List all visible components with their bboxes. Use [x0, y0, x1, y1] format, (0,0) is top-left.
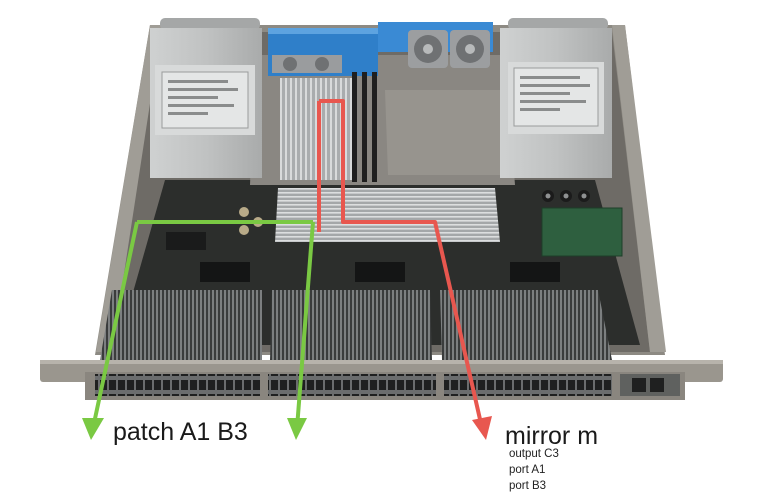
mirror-label: mirror m — [505, 422, 598, 451]
management-board — [542, 208, 622, 256]
rear-floor — [385, 90, 512, 175]
mirror-detail-port-a1: port A1 — [509, 464, 545, 476]
patch-arrow-left — [82, 418, 104, 440]
sfp-cages — [100, 290, 612, 360]
power-supply-right — [500, 18, 612, 178]
patch-label: patch A1 B3 — [113, 418, 248, 447]
front-panel — [40, 360, 723, 400]
mirror-detail-output: output C3 — [509, 448, 559, 460]
power-supply-left — [150, 18, 262, 178]
memory-slots — [352, 72, 377, 182]
asic-heatsink — [275, 188, 500, 242]
mirror-detail-port-b3: port B3 — [509, 480, 546, 492]
mirror-arrow — [472, 416, 492, 440]
patch-arrow-right — [287, 418, 307, 440]
